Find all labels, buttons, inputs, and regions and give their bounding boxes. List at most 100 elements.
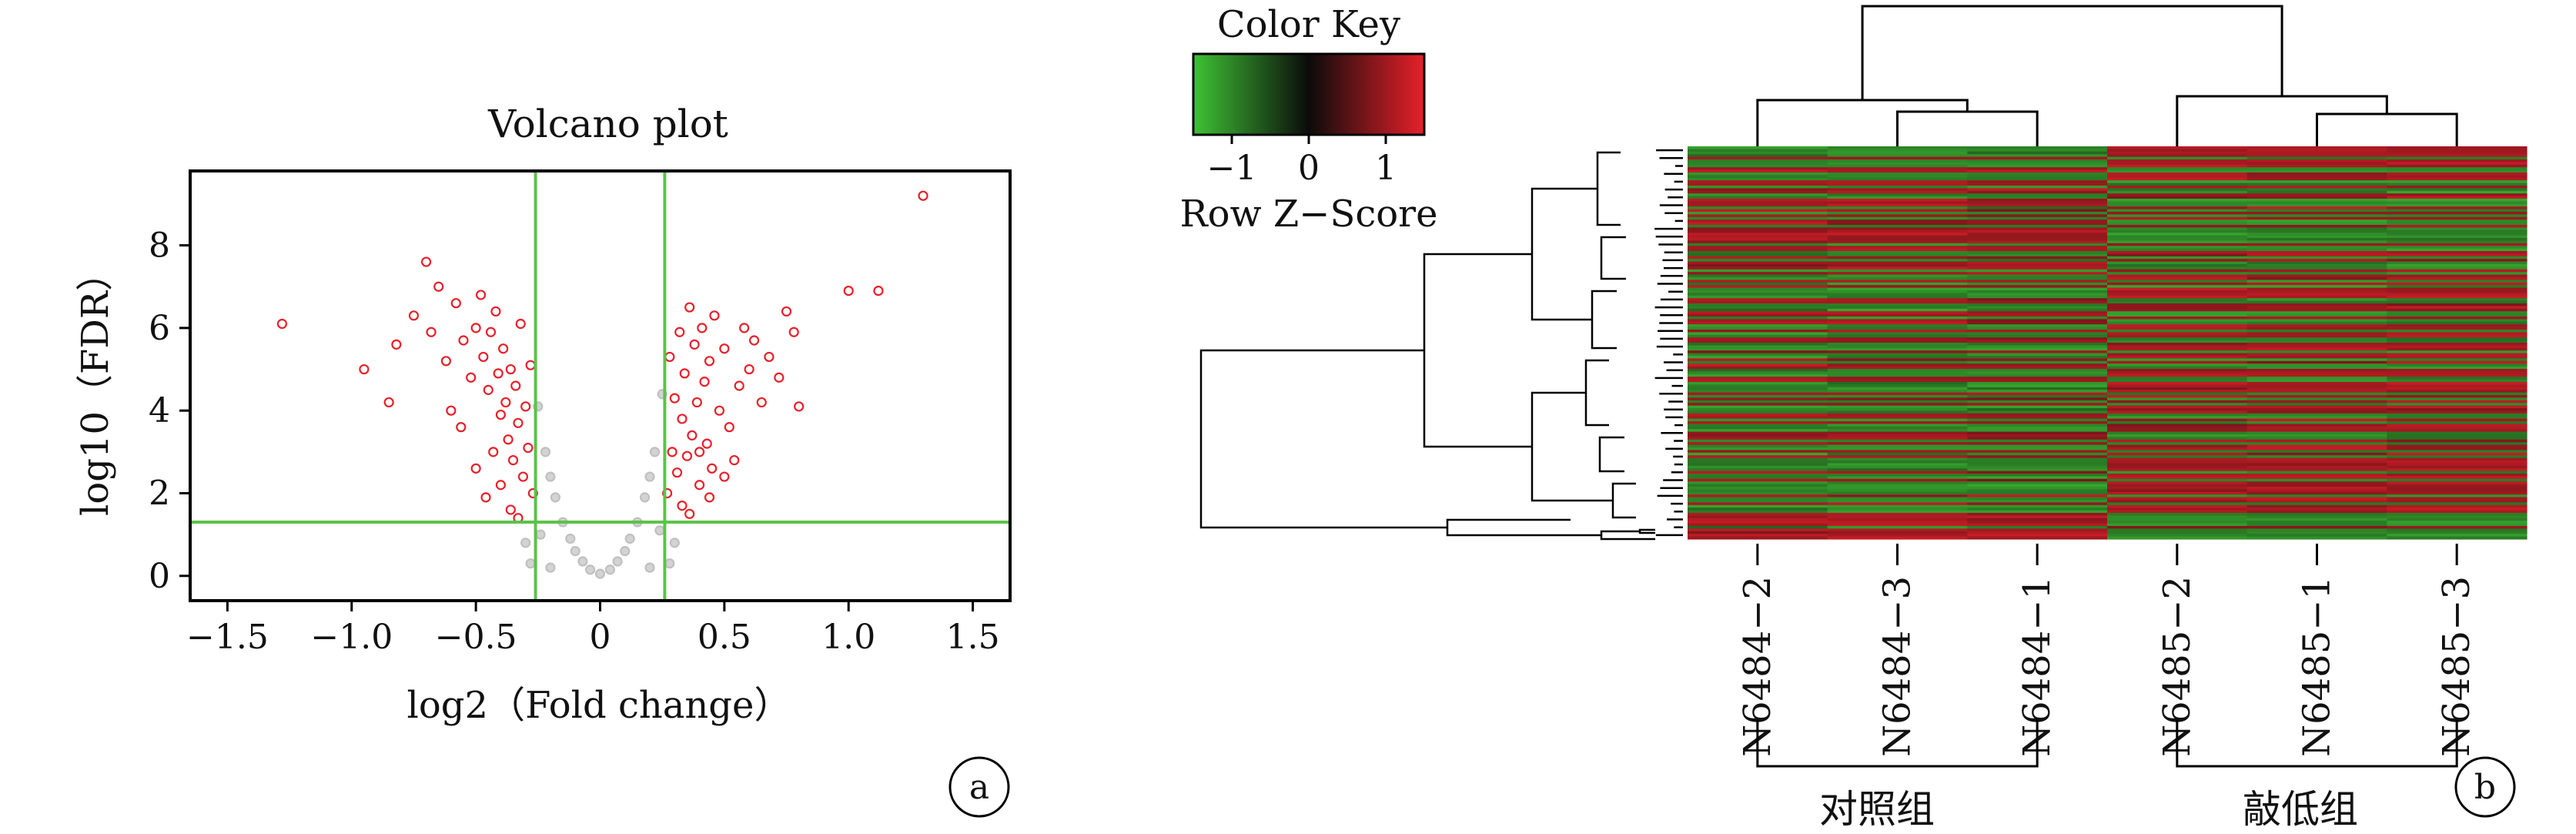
heatmap-cell [2107,536,2248,540]
volcano-point [719,471,730,482]
heatmap-cell [1688,264,1828,267]
volcano-point [550,492,561,503]
heatmap-cell [1827,481,1968,485]
volcano-point [679,368,690,379]
heatmap-cell [1688,180,1828,184]
volcano-point [507,454,519,466]
heatmap-cell [2107,504,2248,508]
panel-a-badge [948,756,1010,818]
heatmap-cell [1688,437,1828,440]
heatmap-cell [1688,450,1828,454]
heatmap-cell [1967,474,2108,477]
heatmap-cell [2107,290,2248,293]
heatmap-cell [1967,465,2108,469]
heatmap-cell [2387,334,2527,338]
heatmap-cell [1688,327,1828,330]
heatmap-cell [1967,356,2108,359]
heatmap-cell [2387,463,2527,467]
volcano-point [756,397,767,408]
heatmap-cell [1688,369,1828,372]
heatmap-cell [1688,465,1828,469]
volcano-point [677,414,687,424]
heatmap-cell [2107,149,2248,152]
heatmap-cell [1688,471,1828,474]
heatmap-cell [2387,295,2527,299]
heatmap-cell [1967,366,2108,370]
heatmap-cell [1827,306,1968,310]
heatmap-cell [2246,227,2387,231]
heatmap-cell [2387,497,2527,501]
heatmap-cell [2107,461,2248,464]
heatmap-cell [1688,345,1828,349]
heatmap-cell [2107,282,2248,286]
heatmap-cell [1688,308,1828,312]
heatmap-cell [1688,259,1828,263]
heatmap-cell [1967,293,2108,296]
heatmap-cell [2107,253,2248,257]
heatmap-cell [2246,311,2387,315]
heatmap-cell [1967,471,2108,474]
heatmap-cell [1688,418,1828,422]
heatmap-cell [1827,248,1968,252]
volcano-point [794,401,805,412]
heatmap-cell [1688,235,1828,239]
heatmap-cell [1967,287,2108,291]
heatmap-cell [1827,405,1968,409]
heatmap-cell [2387,272,2527,276]
heatmap-cell [2246,240,2387,244]
volcano-point [639,492,651,503]
color-key-tick-label: 1 [1375,149,1397,188]
heatmap-cell [2387,481,2527,485]
color-key-tick-label: −1 [1207,149,1257,188]
heatmap-cell [2246,298,2387,302]
heatmap-cell [1967,190,2108,194]
heatmap-cell [1967,201,2108,205]
heatmap-cell [2246,196,2387,199]
heatmap-cell [2387,523,2527,527]
heatmap-cell [1967,371,2108,375]
heatmap-cell [2387,534,2527,538]
heatmap-cell [1688,523,1828,527]
heatmap-cell [2107,474,2248,477]
heatmap-cell [1827,347,1968,351]
volcano-x-axis-label: log2（Fold change） [407,684,791,727]
heatmap-cell [1688,238,1828,241]
heatmap-cell [1827,439,1968,443]
heatmap-cell [1688,447,1828,450]
heatmap-cell [2246,513,2387,516]
heatmap-cell [2107,300,2248,304]
heatmap-cell [2387,287,2527,291]
heatmap-cell [1967,177,2108,181]
heatmap-cell [1827,280,1968,283]
heatmap-cell [2387,390,2527,394]
heatmap-cell [2107,172,2248,176]
volcano-point [446,405,457,416]
heatmap-cell [2387,206,2527,210]
heatmap-cell [1827,403,1968,407]
heatmap-cell [2387,311,2527,315]
heatmap-cell [2387,504,2527,508]
heatmap-cell [2387,450,2527,454]
heatmap-cell [1688,452,1828,456]
heatmap-cell [1688,222,1828,226]
row-dendrogram-branch [1598,436,1624,473]
heatmap-cell [2246,356,2387,359]
heatmap-cell [2107,418,2248,422]
heatmap-cell [2246,358,2387,362]
heatmap-cell [1967,421,2108,424]
heatmap-cell [1688,282,1828,286]
heatmap-cell [1827,298,1968,302]
heatmap-cell [1827,212,1968,215]
heatmap-cell [1967,439,2108,443]
heatmap-cell [1688,229,1828,233]
heatmap-cell [2107,277,2248,280]
heatmap-cell [1827,214,1968,218]
volcano-point [383,397,394,408]
volcano-point [535,529,546,540]
heatmap-cell [1827,426,1968,430]
heatmap-cell [2246,225,2387,228]
heatmap-cell [1688,201,1828,205]
volcano-point [408,310,420,321]
heatmap-cell [1688,167,1828,171]
heatmap-cell [1827,371,1968,375]
